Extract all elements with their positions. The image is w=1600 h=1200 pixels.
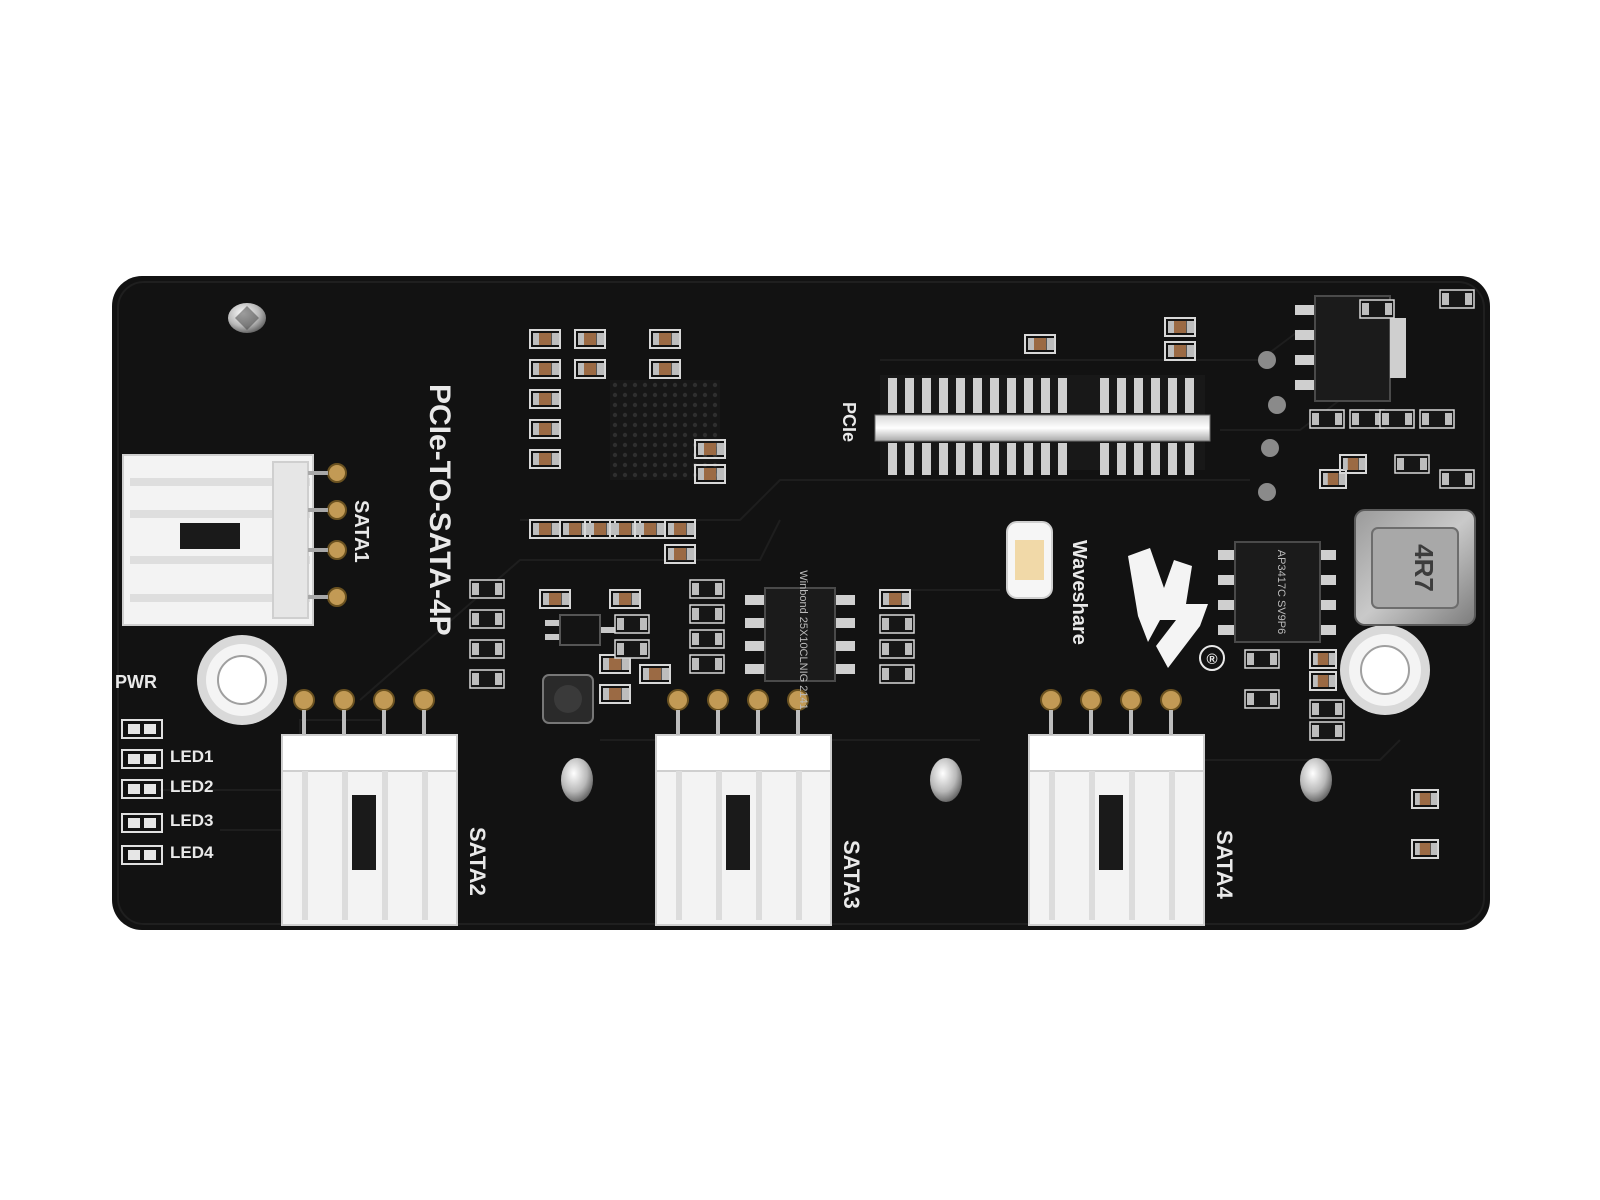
smd-resistor bbox=[689, 654, 725, 674]
controller-bga-area bbox=[610, 380, 720, 480]
smd-capacitor bbox=[574, 359, 606, 379]
smd-resistor bbox=[469, 609, 505, 629]
smd-resistor bbox=[1439, 289, 1475, 309]
smd-capacitor bbox=[664, 544, 696, 564]
smd-capacitor bbox=[609, 589, 641, 609]
smd-capacitor bbox=[1024, 334, 1056, 354]
smd-resistor bbox=[614, 639, 650, 659]
sata3-pins bbox=[667, 689, 809, 735]
screw-mid-2 bbox=[930, 758, 962, 802]
power-inductor: 4R7 bbox=[1354, 509, 1476, 626]
smd-resistor bbox=[1359, 299, 1395, 319]
smd-resistor bbox=[469, 579, 505, 599]
smd-resistor bbox=[879, 664, 915, 684]
flash-marking: Winbond 25X10CLNIG 2141 bbox=[797, 570, 809, 709]
smd-capacitor bbox=[1411, 789, 1439, 809]
smd-resistor bbox=[1309, 699, 1345, 719]
pcie-fpc-connector bbox=[874, 375, 1211, 475]
smd-resistor bbox=[879, 639, 915, 659]
test-pads bbox=[1258, 351, 1286, 501]
smd-resistor bbox=[1244, 689, 1280, 709]
led1-label: LED1 bbox=[170, 747, 213, 766]
sata2-connector bbox=[281, 734, 458, 926]
pwr-label: PWR bbox=[115, 672, 157, 692]
passive-components-left bbox=[529, 317, 1439, 859]
screw-mid-3 bbox=[1300, 758, 1332, 802]
brand-name: Waveshare bbox=[1068, 540, 1090, 645]
smd-capacitor bbox=[879, 589, 911, 609]
sot23-transistor bbox=[545, 614, 615, 646]
smd-resistor bbox=[1419, 409, 1455, 429]
smd-resistor bbox=[1309, 409, 1345, 429]
smd-capacitor bbox=[694, 464, 726, 484]
smd-resistor bbox=[689, 604, 725, 624]
smd-resistor bbox=[689, 629, 725, 649]
smd-capacitor bbox=[1309, 671, 1337, 691]
sata1-pins bbox=[308, 463, 347, 607]
smd-capacitor bbox=[649, 359, 681, 379]
smd-capacitor bbox=[694, 439, 726, 459]
smd-capacitor bbox=[539, 589, 571, 609]
spi-flash-chip: Winbond 25X10CLNIG 2141 bbox=[745, 570, 855, 710]
led4-label: LED4 bbox=[170, 843, 214, 862]
smd-capacitor bbox=[1309, 649, 1337, 669]
smd-capacitor bbox=[639, 664, 671, 684]
smd-resistor bbox=[614, 614, 650, 634]
registered-mark: ® bbox=[1199, 645, 1225, 671]
sata3-connector bbox=[655, 734, 832, 926]
smd-resistor bbox=[469, 669, 505, 689]
smd-resistor bbox=[689, 579, 725, 599]
smd-resistor bbox=[1309, 721, 1345, 741]
sata4-pins bbox=[1040, 689, 1182, 735]
voltage-regulator: AP3417C SV9P6 bbox=[1218, 541, 1336, 643]
led3-label: LED3 bbox=[170, 811, 213, 830]
sata3-label: SATA3 bbox=[839, 840, 864, 909]
pcie-label: PCIe bbox=[839, 402, 859, 442]
regulator-marking: AP3417C SV9P6 bbox=[1275, 550, 1287, 634]
small-inductor bbox=[542, 674, 594, 724]
screw-mid-1 bbox=[561, 758, 593, 802]
registered-symbol: ® bbox=[1206, 651, 1217, 668]
sata2-label: SATA2 bbox=[465, 827, 490, 896]
smd-capacitor bbox=[599, 684, 631, 704]
smd-resistor bbox=[1439, 469, 1475, 489]
smd-resistor bbox=[879, 614, 915, 634]
waveshare-logo bbox=[1128, 548, 1208, 668]
smd-resistor bbox=[1379, 409, 1415, 429]
board-title: PCIe-TO-SATA-4P bbox=[423, 384, 456, 636]
smd-capacitor bbox=[529, 359, 561, 379]
sata1-label: SATA1 bbox=[350, 500, 372, 563]
sata1-connector bbox=[122, 454, 314, 626]
mounting-hole-left bbox=[197, 635, 287, 725]
smd-capacitor bbox=[529, 419, 561, 439]
screw-top-left bbox=[228, 303, 266, 333]
smd-capacitor bbox=[664, 519, 696, 539]
smd-resistor bbox=[469, 639, 505, 659]
smd-resistor bbox=[1394, 454, 1430, 474]
smd-capacitor bbox=[529, 449, 561, 469]
smd-capacitor bbox=[574, 329, 606, 349]
smd-capacitor bbox=[1164, 341, 1196, 361]
led2-label: LED2 bbox=[170, 777, 213, 796]
smd-capacitor bbox=[1339, 454, 1367, 474]
smd-capacitor bbox=[529, 389, 561, 409]
smd-capacitor bbox=[1164, 317, 1196, 337]
indicator-led-pads bbox=[121, 719, 163, 865]
smd-capacitor bbox=[649, 329, 681, 349]
inductor-marking: 4R7 bbox=[1409, 544, 1439, 592]
sata4-label: SATA4 bbox=[1212, 830, 1237, 900]
smd-capacitor bbox=[1411, 839, 1439, 859]
sata4-connector bbox=[1028, 734, 1205, 926]
smd-resistor bbox=[1349, 409, 1385, 429]
smd-resistor bbox=[1244, 649, 1280, 669]
smd-capacitor bbox=[529, 329, 561, 349]
mosfet-top-right bbox=[1295, 295, 1406, 402]
status-led bbox=[1006, 521, 1053, 599]
mounting-hole-right bbox=[1340, 625, 1430, 715]
smd-capacitor bbox=[1319, 469, 1347, 489]
sata2-pins bbox=[293, 689, 435, 735]
